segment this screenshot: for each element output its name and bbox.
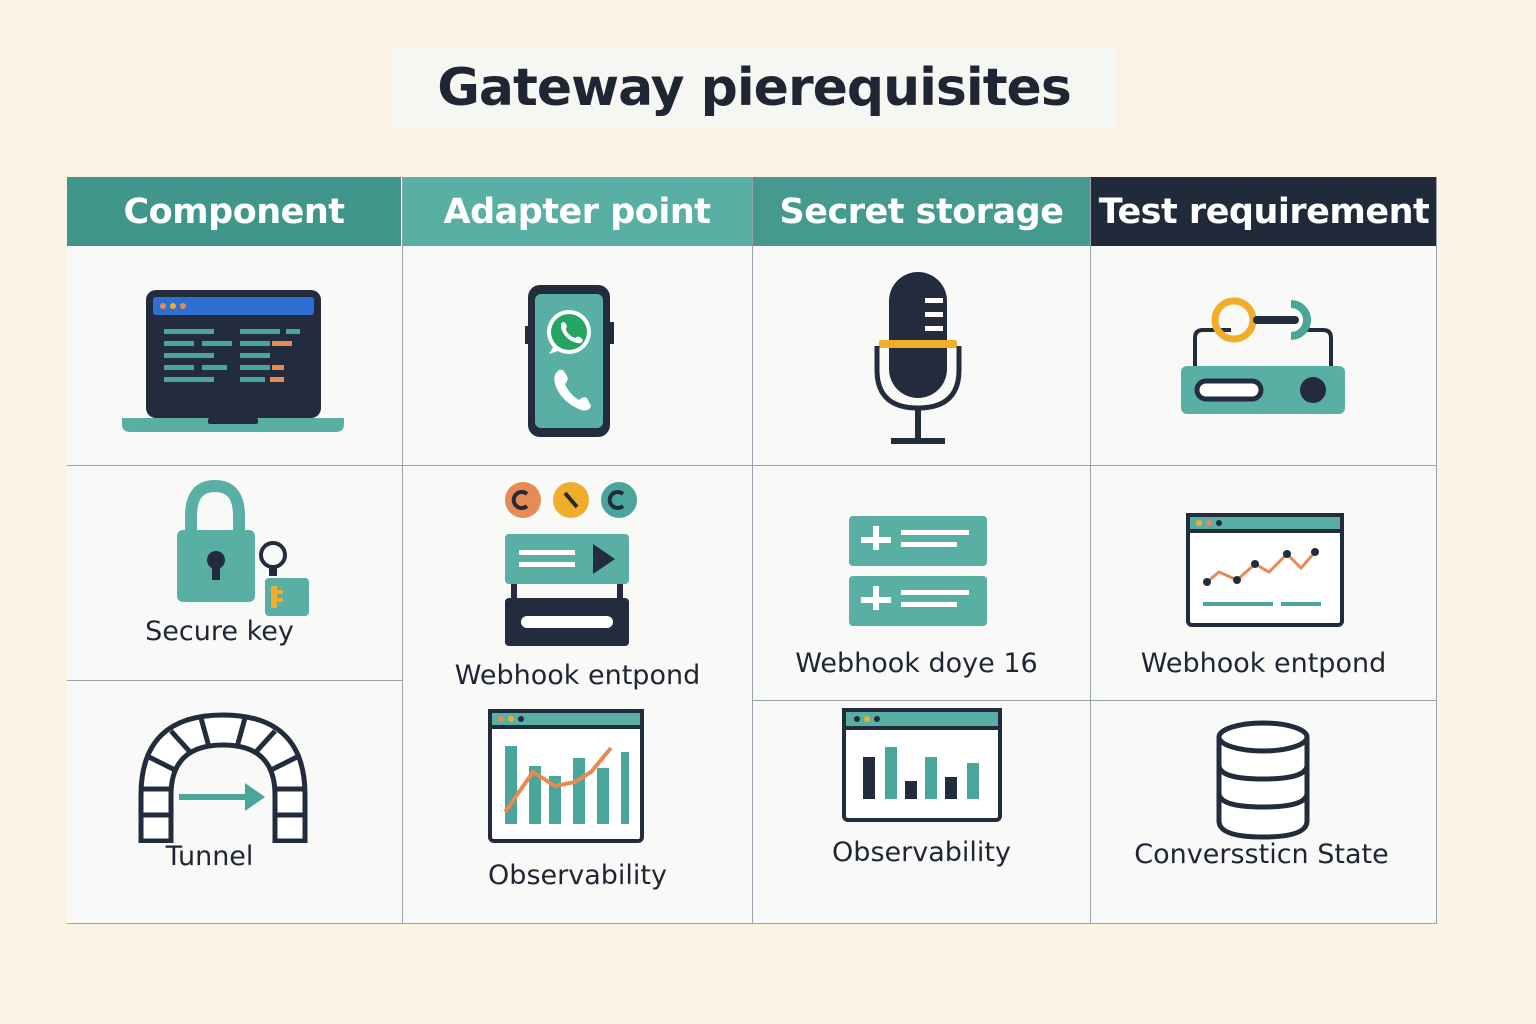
header-adapter-point: Adapter point: [402, 177, 752, 246]
title-box: Gateway pierequisites: [392, 46, 1116, 130]
cell-label: Webhook entpond: [1140, 648, 1387, 679]
row-divider: [67, 465, 1437, 466]
laptop-code-icon: [122, 290, 344, 432]
cell-webhook-entpond-4: Webhook entpond: [1091, 466, 1436, 700]
cell-label: Converssticn State: [1134, 839, 1389, 870]
cell-label: Webhook entpond: [454, 660, 701, 691]
cell-label: Observability: [832, 837, 1011, 868]
cell-conversation-state: Converssticn State: [1091, 701, 1436, 923]
header-test-requirement: Test requirement: [1091, 177, 1437, 246]
header-label: Test requirement: [1098, 191, 1430, 232]
cell-laptop: [67, 246, 402, 465]
cell-webhook: Webhook entpond: [403, 466, 752, 696]
cell-label: Observability: [488, 860, 667, 891]
cell-phone: [403, 246, 752, 465]
chart-window-icon: [488, 709, 644, 843]
header-label: Secret storage: [779, 191, 1064, 232]
header-secret-storage: Secret storage: [753, 177, 1090, 246]
column-divider: [402, 177, 403, 924]
cell-secure-key: Secure key: [67, 466, 402, 680]
page-title: Gateway pierequisites: [437, 58, 1072, 118]
row-divider: [753, 700, 1437, 701]
microphone-icon: [874, 272, 962, 444]
bar-chart-window-icon: [842, 708, 1002, 822]
cell-label: Secure key: [145, 616, 294, 647]
table-border: [1436, 177, 1437, 924]
webhook-server-icon: [505, 482, 637, 646]
cell-router: [1091, 246, 1436, 465]
line-chart-window-icon: [1186, 513, 1344, 627]
table-border: [67, 923, 1437, 924]
cell-observability-3: Observability: [753, 701, 1090, 923]
requirements-table: Component Adapter point Secret storage T…: [67, 177, 1437, 924]
cell-observability-2: Observability: [403, 696, 752, 923]
padlock-key-icon: [177, 479, 309, 616]
tunnel-arch-icon: [138, 712, 308, 843]
router-link-icon: [1181, 297, 1345, 414]
phone-whatsapp-icon: [525, 285, 614, 437]
cell-tunnel: Tunnel: [67, 681, 402, 923]
database-icon: [1216, 720, 1310, 840]
row-divider: [67, 680, 402, 681]
cell-label: Tunnel: [165, 841, 254, 872]
header-label: Component: [123, 191, 345, 232]
column-divider: [752, 177, 753, 924]
stacked-cards-icon: [849, 516, 987, 626]
header-label: Adapter point: [443, 191, 711, 232]
cell-webhook-doye: Webhook doye 16: [753, 466, 1090, 700]
column-divider: [1090, 177, 1091, 924]
cell-microphone: [753, 246, 1090, 465]
cell-label: Webhook doye 16: [795, 648, 1038, 679]
header-component: Component: [67, 177, 401, 246]
